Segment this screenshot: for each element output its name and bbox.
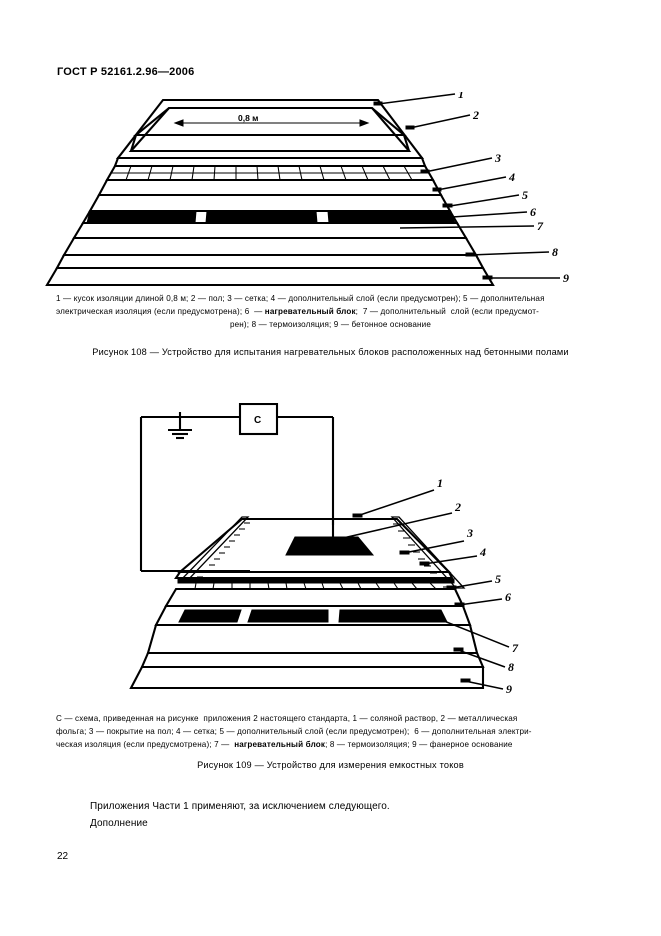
layer-8-thermal-insulation-lower	[55, 253, 485, 270]
callout-number-9-109: 9	[506, 682, 512, 696]
metallic-foil	[285, 536, 375, 556]
insulation-piece-top-face	[133, 106, 407, 137]
legend-line-3: рен); 8 — термоизоляция; 9 — бетонное ос…	[230, 320, 431, 330]
body-paragraph: Приложения Части 1 применяют, за исключе…	[90, 798, 390, 832]
callout-number-3: 3	[494, 151, 501, 165]
callout-number-8: 8	[552, 245, 558, 259]
callout-number-7: 7	[537, 219, 544, 233]
heating-block-segment-1-109	[178, 609, 242, 623]
figure-109-drawing: C	[129, 403, 519, 696]
layer-9-concrete-base	[45, 266, 495, 287]
heating-block-segment-3-109	[338, 609, 448, 623]
legend-line-1: 1 — кусок изоляции длиной 0,8 м; 2 — пол…	[56, 294, 545, 303]
callout-number-2-109: 2	[454, 500, 461, 514]
heating-block-segment-2	[205, 210, 318, 224]
callout-tick-marks-109	[352, 513, 471, 683]
capacitance-meter-label: C	[254, 415, 261, 426]
callout-number-6: 6	[530, 205, 536, 219]
callout-number-4: 4	[508, 170, 515, 184]
callout-number-7-109: 7	[512, 641, 519, 655]
insulation-piece-lower-face	[129, 133, 411, 153]
callout-number-4-109: 4	[479, 545, 486, 559]
callout-number-5: 5	[522, 188, 528, 202]
floor-inner-outline	[128, 106, 412, 153]
callout-number-1: 1	[458, 92, 464, 101]
heating-block-segment-1	[86, 210, 197, 224]
callout-number-6-109: 6	[505, 590, 511, 604]
legend-bold-term: нагревательный блок	[234, 740, 326, 750]
callout-number-5-109: 5	[495, 572, 501, 586]
figure-109-legend: C — схема, приведенная на рисунке прилож…	[56, 712, 605, 752]
ground-icon	[168, 412, 192, 440]
callout-tick-marks	[373, 101, 493, 280]
body-line-1: Приложения Части 1 применяют, за исключе…	[90, 801, 390, 812]
callout-number-3-109: 3	[466, 526, 473, 540]
figure-108-drawing: 0,8 м	[45, 92, 569, 287]
standard-header: ГОСТ Р 52161.2.96—2006	[57, 66, 195, 78]
page-number: 22	[57, 851, 69, 862]
body-line-2: Дополнение	[90, 818, 148, 829]
figure-109-caption: Рисунок 109 — Устройство для измерения е…	[197, 760, 464, 770]
layer-5-band	[174, 570, 454, 580]
layer-2-floor-strip	[113, 156, 427, 168]
callout-number-2: 2	[472, 108, 479, 122]
legend-line-2: электрическая изоляция (если предусмотре…	[56, 307, 539, 317]
callout-number-8-109: 8	[508, 660, 514, 674]
layer-5-electrical-insulation	[88, 193, 452, 213]
figure-108-illustration: 0,8 м	[0, 92, 661, 292]
layer-7-additional-layer	[72, 221, 468, 240]
layer-6-electrical-insulation	[164, 587, 465, 608]
callout-number-9: 9	[563, 271, 569, 285]
layer-8-thermal-insulation	[62, 236, 478, 257]
callout-leaders-109	[342, 489, 510, 690]
figure-109-illustration: C	[0, 403, 661, 703]
callout-leaders	[377, 93, 560, 279]
legend-bold-term: нагревательный блок	[264, 307, 356, 317]
heating-block-segment-2-109	[247, 609, 329, 623]
layer-9-plywood-base	[129, 665, 485, 690]
figure-108-legend: 1 — кусок изоляции длиной 0,8 м; 2 — пол…	[56, 292, 605, 332]
layer-5-dark-strip	[177, 578, 455, 584]
legend-line-3-109: ческая изоляция (если предусмотрена); 7 …	[56, 740, 513, 750]
layer-8-lower-band-109	[140, 651, 485, 669]
capacitance-meter-box	[238, 403, 279, 436]
figure-108-caption: Рисунок 108 — Устройство для испытания н…	[92, 347, 569, 357]
legend-line-2-109: фольга; 3 — покрытие на пол; 4 — сетка; …	[56, 727, 532, 737]
dimension-label-0-8m: 0,8 м	[238, 113, 258, 123]
legend-line-1-109: C — схема, приведенная на рисунке прилож…	[56, 714, 518, 723]
layer-4-additional-layer	[97, 178, 443, 197]
dimension-arrow-0-8m	[173, 119, 370, 127]
callout-number-1-109: 1	[437, 476, 443, 490]
layer-8-thermal-insulation-109	[146, 623, 479, 655]
layer-2-floor-upper	[115, 98, 425, 160]
